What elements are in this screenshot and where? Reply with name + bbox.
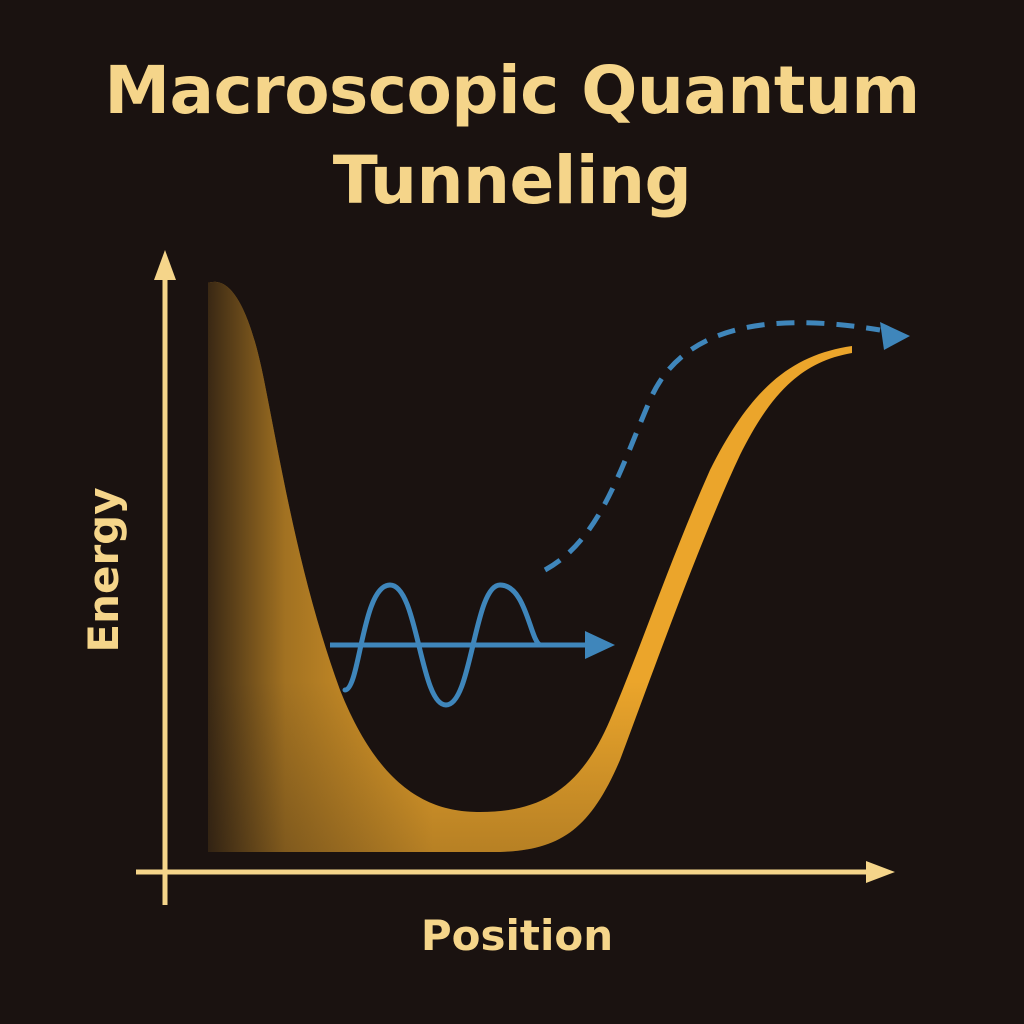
x-axis	[136, 861, 895, 883]
x-axis-label: Position	[421, 911, 613, 960]
title-line-2: Tunneling	[332, 142, 692, 219]
y-axis-label: Energy	[79, 487, 128, 652]
arrow-right-icon	[585, 631, 615, 659]
dashed-arrow-icon	[880, 322, 910, 350]
wavefunction	[330, 582, 615, 708]
arrow-right-icon	[866, 861, 895, 883]
arrow-up-icon	[154, 250, 176, 280]
y-axis	[154, 250, 176, 905]
title-line-1: Macroscopic Quantum	[104, 52, 920, 129]
tunneling-path	[543, 320, 910, 573]
potential-energy-curve	[208, 281, 852, 852]
